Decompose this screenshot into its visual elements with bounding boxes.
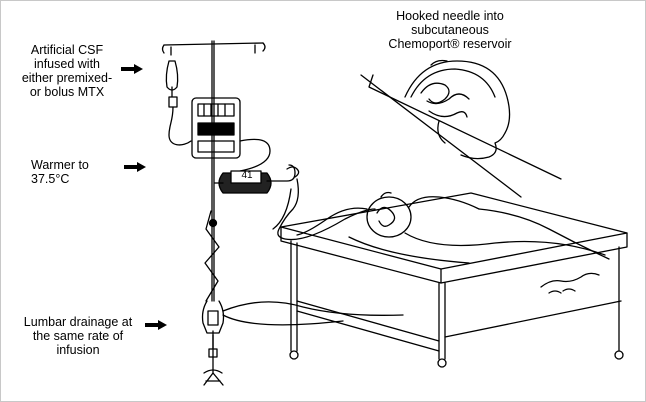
label-artificial-csf: Artificial CSF infused with either premi…	[21, 43, 113, 99]
iv-bag	[166, 61, 191, 145]
lumbar-drainage-set	[203, 301, 404, 357]
infusion-tubing	[278, 179, 391, 240]
label-hooked-needle: Hooked needle into subcutaneous Chemopor…	[388, 9, 512, 51]
arrow-warmer-pointer	[124, 162, 146, 172]
head-inset-drawing	[361, 61, 561, 198]
infusion-pump	[192, 98, 270, 171]
iv-pole	[163, 41, 266, 385]
label-warmer: Warmer to 37.5°C	[31, 158, 89, 186]
warmer-device	[215, 165, 299, 229]
warmer-display-text: 41	[241, 170, 253, 181]
label-lumbar-drainage: Lumbar drainage at the same rate of infu…	[23, 315, 133, 357]
arrow-csf-pointer	[121, 64, 143, 74]
arrow-lumbar-pointer	[145, 320, 167, 330]
hospital-bed	[281, 193, 627, 367]
patient-figure	[297, 197, 609, 293]
